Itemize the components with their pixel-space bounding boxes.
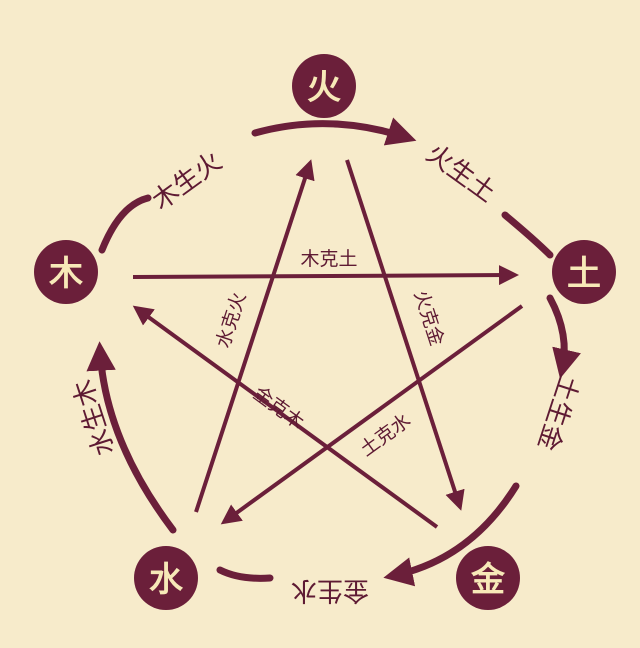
label-earth-controls-water: 土克水 (356, 409, 415, 460)
arc-fire-to-earth (251, 117, 417, 146)
label-wood-generates-fire: 木生火 (147, 146, 228, 216)
arc-earth-lead (501, 211, 554, 259)
node-wood-label: 木 (48, 254, 83, 294)
arc-wood-to-fire (98, 194, 152, 254)
node-earth-label: 土 (567, 254, 601, 294)
node-metal: 金 (456, 546, 520, 610)
arc-metal-to-water (383, 482, 520, 587)
controlling-lines (132, 159, 524, 529)
label-metal-generates-water: 金生水 (291, 575, 369, 605)
arc-water-to-wood (86, 341, 177, 534)
node-fire-circle (292, 54, 356, 118)
line-wood-controls-earth (132, 265, 519, 286)
node-metal-circle (456, 546, 520, 610)
node-fire: 火 (292, 54, 356, 118)
node-fire-label: 火 (307, 68, 341, 108)
label-wood-controls-earth: 木克土 (300, 248, 357, 270)
arc-earth-to-metal (546, 294, 581, 379)
node-metal-label: 金 (470, 560, 506, 600)
label-fire-generates-earth: 火生土 (420, 138, 501, 208)
label-water-controls-fire: 水克火 (212, 290, 251, 351)
generating-arcs (86, 117, 581, 587)
node-earth: 土 (552, 240, 616, 304)
line-water-controls-fire (194, 159, 315, 513)
node-water: 水 (134, 546, 198, 610)
line-fire-controls-metal (345, 159, 465, 511)
label-fire-controls-metal: 火克金 (409, 288, 448, 349)
generating-labels: 木生火 火生土 土生金 金生水 水生木 (68, 138, 584, 605)
node-earth-circle (552, 240, 616, 304)
node-water-circle (134, 546, 198, 610)
line-earth-controls-water (220, 304, 524, 525)
label-metal-controls-wood: 金克木 (249, 382, 308, 433)
node-wood: 木 (34, 240, 98, 304)
node-wood-circle (34, 240, 98, 304)
node-water-label: 水 (149, 560, 184, 600)
label-earth-generates-metal: 土生金 (531, 371, 584, 454)
arc-metal-lead (216, 566, 274, 582)
label-bg (290, 244, 368, 272)
line-metal-controls-wood (132, 305, 439, 529)
